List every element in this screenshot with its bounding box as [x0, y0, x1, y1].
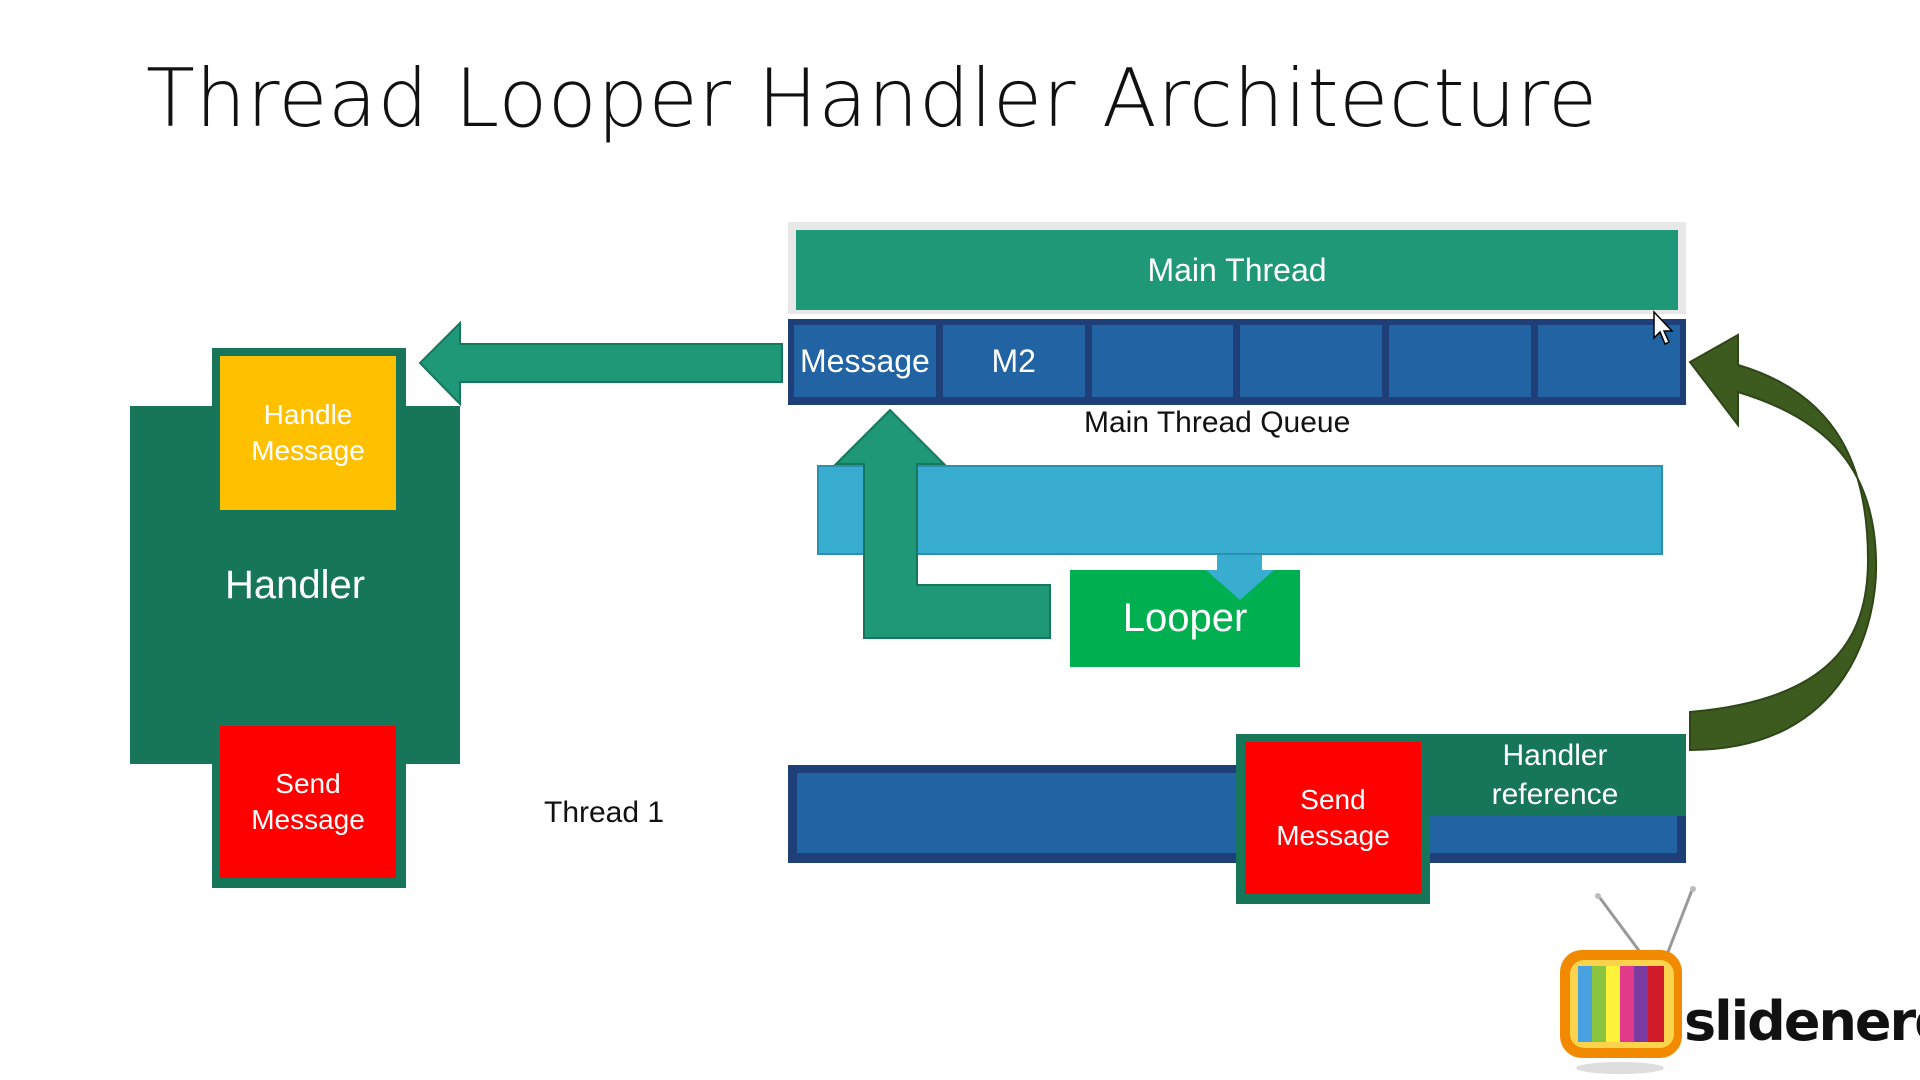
looper-box: Looper: [1070, 570, 1300, 667]
queue-cell-1: Message: [794, 325, 936, 397]
slidenerd-logo: slidenerd: [1540, 880, 1920, 1080]
handler-send-message-label: Send Message: [251, 767, 365, 835]
slidenerd-logo-text: slidenerd: [1684, 990, 1920, 1053]
thread1-label: Thread 1: [544, 796, 665, 829]
tv-icon: [1560, 886, 1696, 1074]
looper-loop-bar: [817, 465, 1663, 555]
queue-cell-6: [1538, 325, 1680, 397]
handler-send-message-box: Send Message: [220, 726, 396, 878]
handler-reference-curve-arrow: [1688, 333, 1878, 752]
handler-block: Handler: [130, 406, 460, 764]
slide-title: Thread Looper Handler Architecture: [146, 52, 1598, 145]
handle-message-box: Handle Message: [220, 356, 396, 510]
main-thread-queue-label: Main Thread Queue: [1084, 406, 1351, 439]
handler-reference-box: Handler reference: [1424, 734, 1686, 816]
thread1-send-message-box: Send Message: [1245, 742, 1421, 894]
looper-label: Looper: [1122, 596, 1248, 640]
dispatch-arrow: [418, 320, 783, 407]
thread1-send-message-label: Send Message: [1276, 783, 1390, 851]
main-thread-label: Main Thread: [1147, 251, 1327, 288]
main-thread-queue: Message M2: [788, 319, 1686, 405]
handler-reference-label: Handler reference: [1491, 739, 1619, 811]
handle-message-label: Handle Message: [251, 398, 365, 466]
handler-label: Handler: [224, 562, 366, 607]
queue-cell-3: [1091, 325, 1234, 397]
queue-cell-5: [1389, 325, 1532, 397]
queue-cell-2: M2: [942, 325, 1085, 397]
queue-cell-4: [1240, 325, 1383, 397]
main-thread-bar: Main Thread: [796, 230, 1678, 310]
